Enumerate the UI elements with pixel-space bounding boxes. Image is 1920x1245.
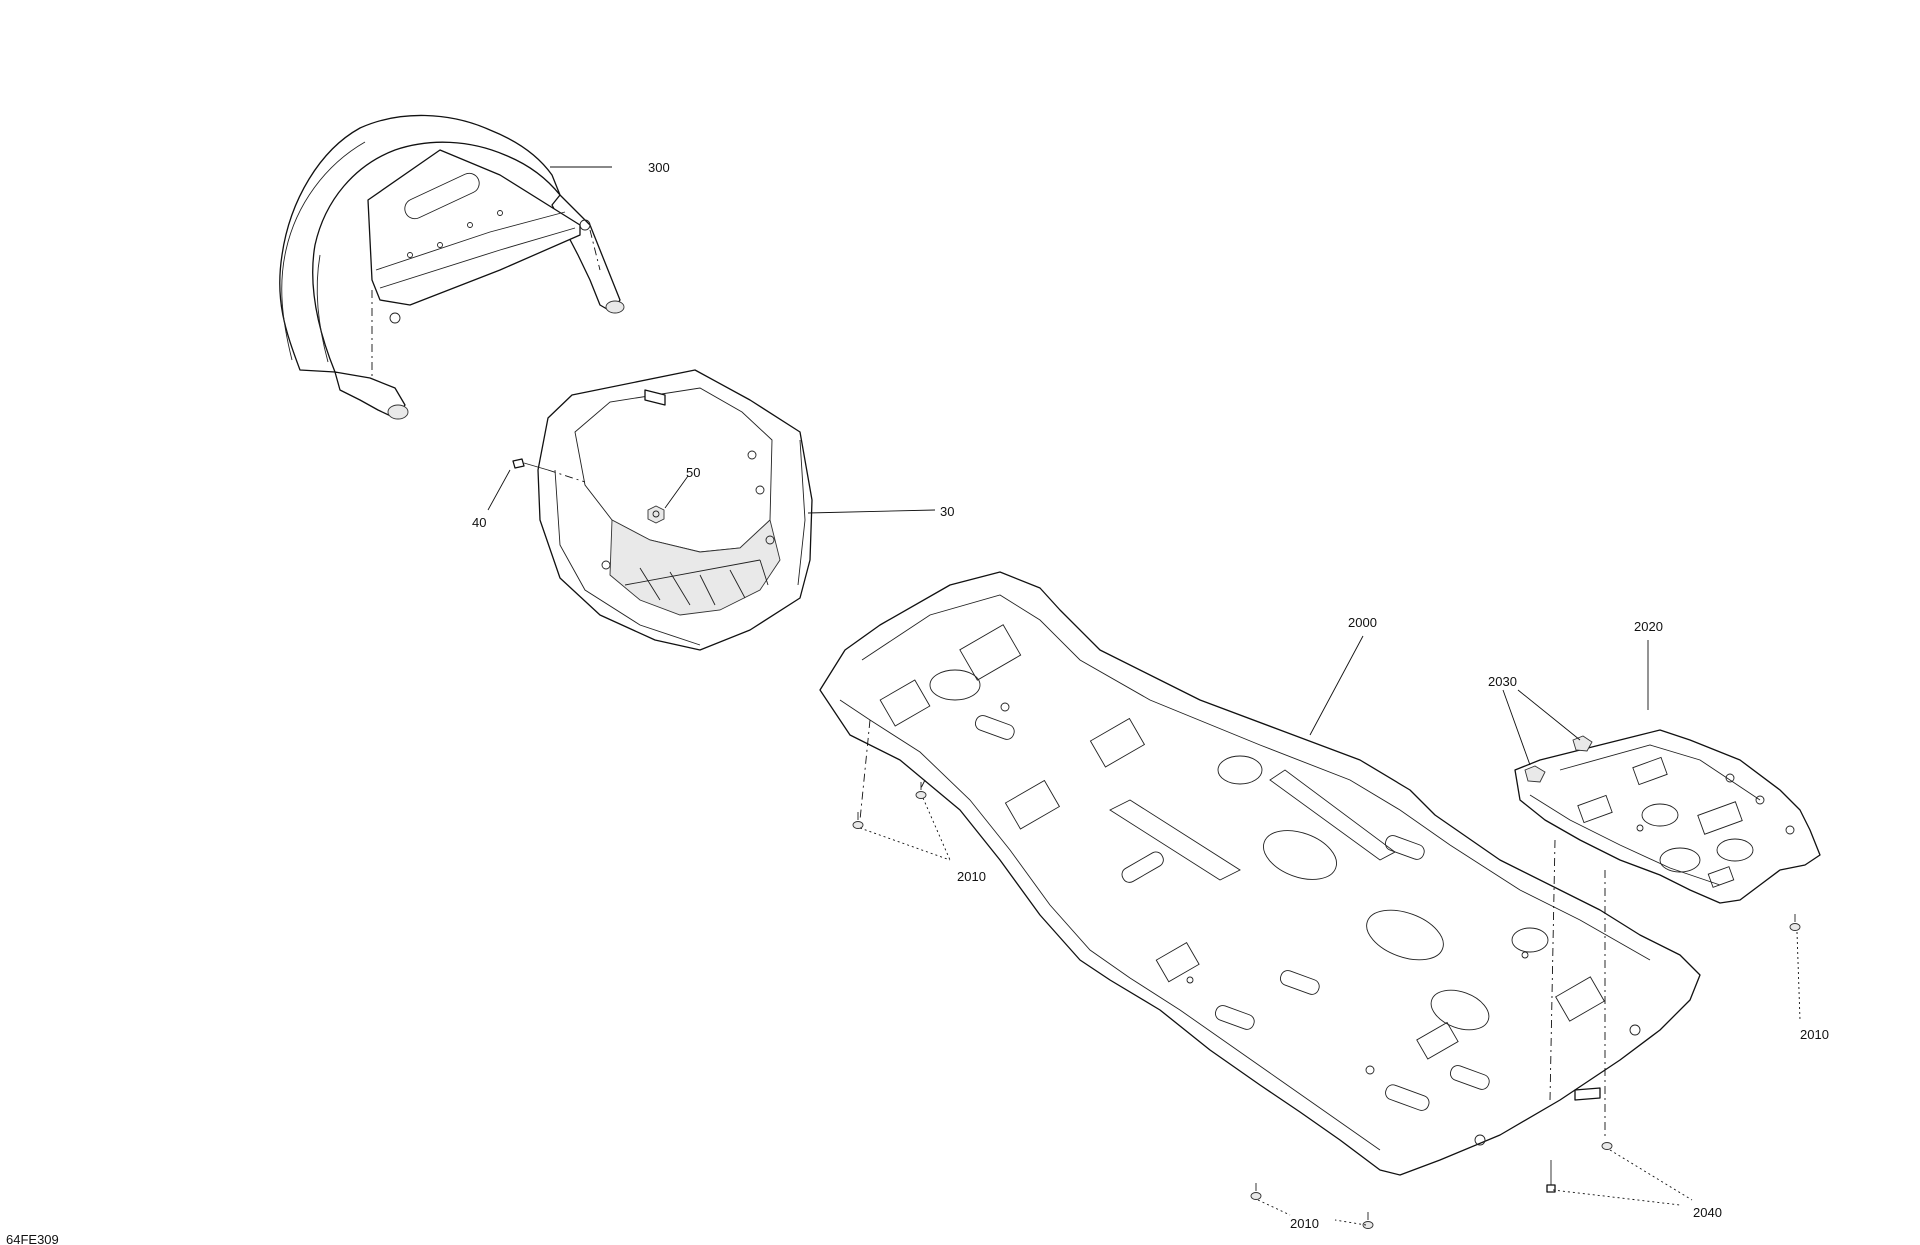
part-2020-rear-skid-plate <box>1514 729 1821 904</box>
part-40-screw <box>512 458 586 483</box>
callout-2030: 2030 <box>1488 674 1517 689</box>
figure-code: 64FE309 <box>6 1232 59 1245</box>
callout-2010-left: 2010 <box>957 869 986 884</box>
leader-lines <box>487 166 1801 1226</box>
callout-2010-bottom: 2010 <box>1290 1216 1319 1231</box>
part-2030-clip-nuts <box>1524 735 1593 783</box>
part-2040-screws <box>1546 1142 1613 1193</box>
part-2000-skid-plate <box>819 571 1701 1176</box>
callout-2040: 2040 <box>1693 1205 1722 1220</box>
part-50-nut <box>647 505 665 524</box>
callout-50: 50 <box>686 465 700 480</box>
part-300-rack <box>279 114 625 420</box>
callout-2000: 2000 <box>1348 615 1377 630</box>
callout-30: 30 <box>940 504 954 519</box>
part-2010-rivets <box>852 782 1801 1229</box>
callout-40: 40 <box>472 515 486 530</box>
callout-2020: 2020 <box>1634 619 1663 634</box>
callout-2010-right: 2010 <box>1800 1027 1829 1042</box>
part-30-storage-bin <box>537 369 813 651</box>
callout-300: 300 <box>648 160 670 175</box>
